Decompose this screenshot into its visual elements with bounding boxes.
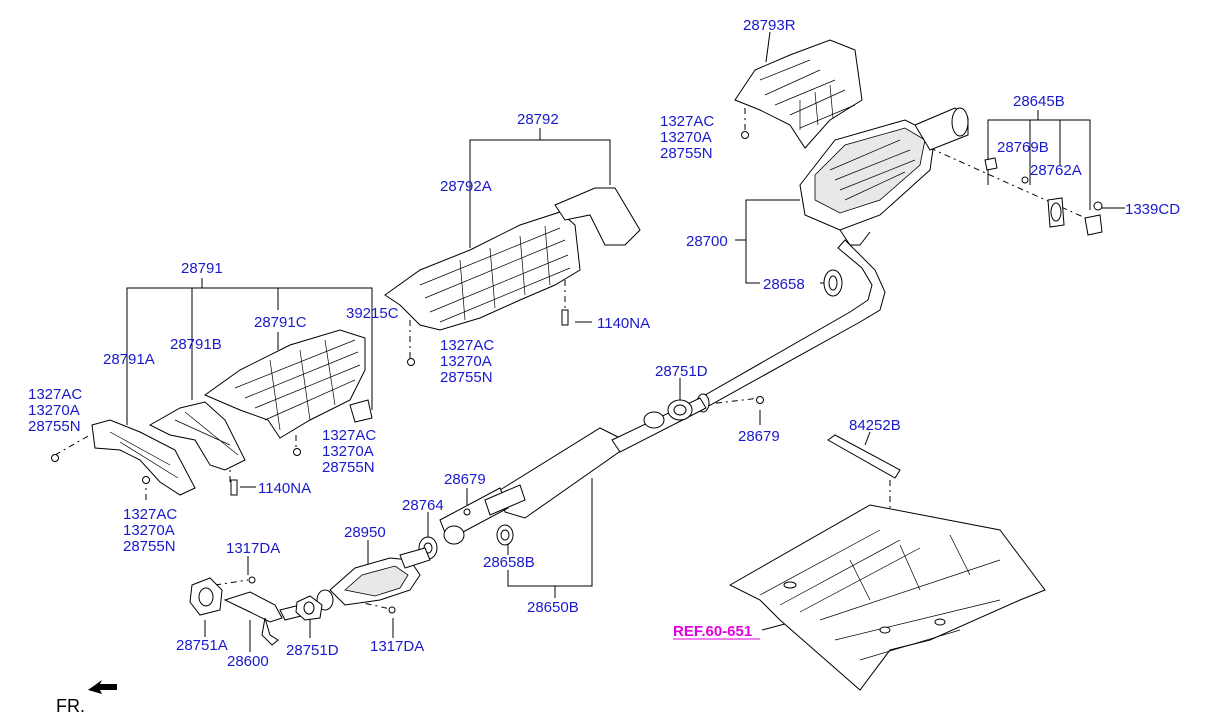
front-direction-label: FR. bbox=[56, 696, 85, 716]
label-28658: 28658 bbox=[763, 276, 805, 293]
label-28791C: 28791C bbox=[254, 314, 307, 331]
front-arrow-icon bbox=[88, 680, 117, 694]
label-28679-center: 28679 bbox=[444, 471, 486, 488]
label-1327AC-b: 1327AC bbox=[123, 506, 177, 523]
label-28751D-rear: 28751D bbox=[655, 363, 708, 380]
label-39215C: 39215C bbox=[346, 305, 399, 322]
gasket-28751A bbox=[189, 577, 223, 616]
label-28950: 28950 bbox=[344, 524, 386, 541]
label-28791: 28791 bbox=[181, 260, 223, 277]
label-28793R: 28793R bbox=[743, 17, 796, 34]
hanger-28658 bbox=[823, 269, 843, 297]
label-28658B: 28658B bbox=[483, 554, 535, 571]
gaskets bbox=[418, 399, 693, 560]
label-1339CD: 1339CD bbox=[1125, 201, 1180, 218]
label-28792: 28792 bbox=[517, 111, 559, 128]
label-28645B: 28645B bbox=[1013, 93, 1065, 110]
heat-shield-28793R bbox=[734, 39, 863, 149]
gasket-28751D-front bbox=[295, 595, 323, 621]
label-28755N-top: 28755N bbox=[660, 145, 713, 162]
label-13270A-left: 13270A bbox=[28, 402, 80, 419]
label-28755N-left: 28755N bbox=[28, 418, 81, 435]
catalytic-converter-28950 bbox=[316, 547, 431, 611]
fasteners bbox=[51, 131, 764, 614]
heat-shield-28791C bbox=[203, 329, 373, 439]
label-13270A-top: 13270A bbox=[660, 129, 712, 146]
label-28679-rear: 28679 bbox=[738, 428, 780, 445]
part-labels: 28793R 1327AC 13270A 28755N 28645B 28769… bbox=[28, 17, 1180, 716]
heat-shield-28791B bbox=[148, 401, 246, 471]
label-28751D-front: 28751D bbox=[286, 642, 339, 659]
label-28764: 28764 bbox=[402, 497, 444, 514]
label-28600: 28600 bbox=[227, 653, 269, 670]
label-28755N-b: 28755N bbox=[123, 538, 176, 555]
label-1327AC-c: 1327AC bbox=[322, 427, 376, 444]
heat-shield-28792 bbox=[384, 187, 641, 331]
label-28769B: 28769B bbox=[997, 139, 1049, 156]
label-28700: 28700 bbox=[686, 233, 728, 250]
front-pipe-28600 bbox=[223, 591, 306, 646]
label-1140NA-left: 1140NA bbox=[258, 480, 311, 497]
ref-link-60-651[interactable]: REF.60-651 bbox=[673, 623, 752, 640]
bracket-84252B bbox=[827, 434, 901, 479]
label-28791A: 28791A bbox=[103, 351, 155, 368]
label-28751A: 28751A bbox=[176, 637, 228, 654]
label-13270A-mid: 13270A bbox=[440, 353, 492, 370]
label-1317DA-top: 1317DA bbox=[226, 540, 280, 557]
label-1140NA-right: 1140NA bbox=[597, 315, 650, 332]
label-13270A-c: 13270A bbox=[322, 443, 374, 460]
label-28792A: 28792A bbox=[440, 178, 492, 195]
label-1327AC-top: 1327AC bbox=[660, 113, 714, 130]
rear-pipe bbox=[696, 239, 886, 413]
label-1317DA-bottom: 1317DA bbox=[370, 638, 424, 655]
label-84252B: 84252B bbox=[849, 417, 901, 434]
label-13270A-b: 13270A bbox=[123, 522, 175, 539]
heat-shield-28791A bbox=[91, 419, 196, 496]
label-1327AC-mid: 1327AC bbox=[440, 337, 494, 354]
label-28755N-c: 28755N bbox=[322, 459, 375, 476]
label-28755N-mid: 28755N bbox=[440, 369, 493, 386]
label-28791B: 28791B bbox=[170, 336, 222, 353]
rear-muffler-28700 bbox=[799, 107, 969, 246]
label-28650B: 28650B bbox=[527, 599, 579, 616]
hanger-bracket-28645B bbox=[984, 157, 1103, 236]
floor-pan bbox=[728, 504, 1046, 691]
label-28762A: 28762A bbox=[1030, 162, 1082, 179]
label-1327AC-left: 1327AC bbox=[28, 386, 82, 403]
